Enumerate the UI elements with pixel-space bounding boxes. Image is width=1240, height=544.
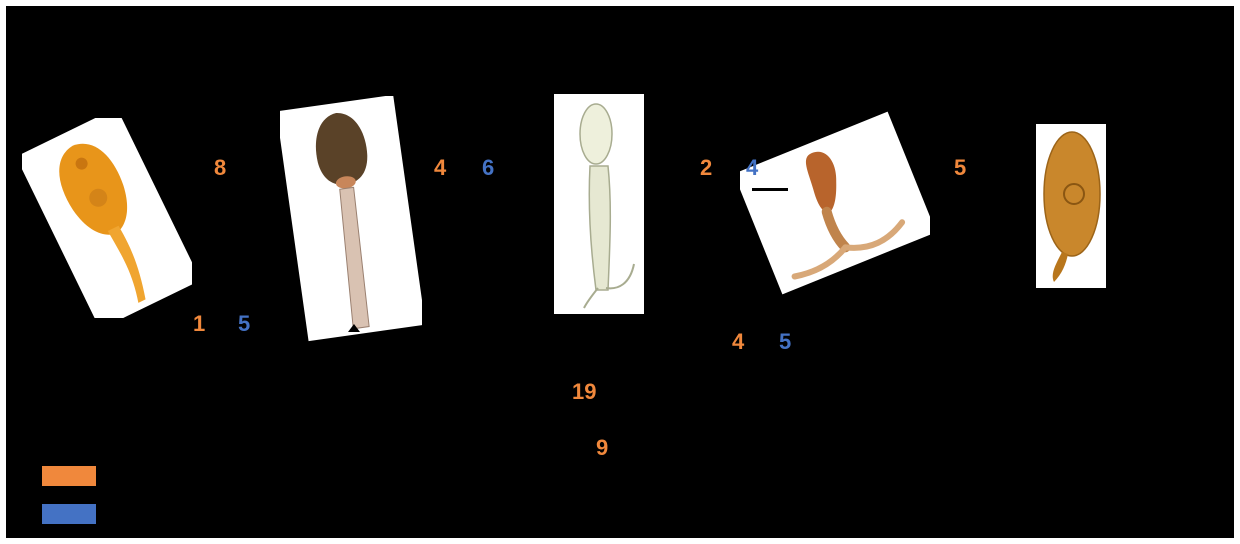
cercaria-1-image <box>22 118 192 318</box>
label-4-lower: 4 <box>732 330 744 354</box>
legend-blue-swatch <box>42 504 96 524</box>
cercaria-4-image <box>740 108 930 298</box>
cercaria-3-image <box>554 94 644 314</box>
cercaria-5-image <box>1036 124 1106 288</box>
label-5-lower: 5 <box>779 330 791 354</box>
label-6: 6 <box>482 156 494 180</box>
legend-orange-swatch <box>42 466 96 486</box>
label-9: 9 <box>596 436 608 460</box>
label-2: 2 <box>700 156 712 180</box>
figure-canvas: 8 1 5 4 6 2 4 5 4 5 19 9 <box>6 6 1234 538</box>
scale-bar <box>752 188 788 191</box>
label-4-middle: 4 <box>434 156 446 180</box>
label-5-right: 5 <box>954 156 966 180</box>
label-8: 8 <box>214 156 226 180</box>
cercaria-2-image <box>280 96 422 342</box>
label-5-left: 5 <box>238 312 250 336</box>
label-4-blue: 4 <box>746 156 758 180</box>
label-1: 1 <box>193 312 205 336</box>
label-19: 19 <box>572 380 596 404</box>
